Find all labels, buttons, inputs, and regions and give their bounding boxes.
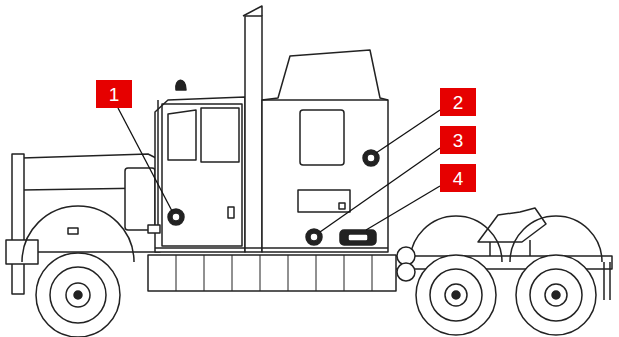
roof-light [176, 80, 186, 90]
sleeper-door [298, 190, 350, 212]
grille [12, 154, 24, 294]
mud-flap [604, 262, 610, 300]
door-handle [228, 207, 234, 218]
side-skirt [148, 255, 396, 291]
hood [22, 154, 160, 252]
callout-box: 4 [440, 164, 476, 192]
mirror-post [157, 100, 159, 232]
item-1 [168, 209, 184, 225]
air-cleaner [125, 168, 155, 230]
leader-line [366, 186, 440, 230]
leader-line [376, 110, 440, 153]
marker-light [68, 228, 78, 234]
door [162, 104, 242, 246]
callout-number: 2 [453, 93, 464, 112]
sleeper [262, 50, 388, 252]
roof-line [262, 99, 388, 101]
exhaust-stack [245, 16, 262, 252]
leader-line [320, 148, 440, 232]
cab [155, 97, 245, 252]
sleeper-window [300, 110, 344, 165]
leader-line [118, 108, 172, 211]
fifth-wheel [478, 208, 546, 242]
cab-window [168, 110, 196, 160]
cab-bottom [155, 247, 388, 249]
callout-number: 1 [109, 85, 120, 104]
callout-box: 2 [440, 88, 476, 116]
callout-box: 3 [440, 126, 476, 154]
rear-wheel [516, 255, 596, 335]
callout-box: 1 [96, 80, 132, 108]
step [148, 225, 160, 233]
item-3 [306, 229, 322, 245]
skirt-panels [176, 255, 372, 291]
sleeper-latch [339, 203, 345, 209]
front-wheel [36, 253, 120, 337]
stack-tip [243, 6, 262, 16]
callout-number: 3 [453, 131, 464, 150]
callout-number: 4 [453, 169, 464, 188]
rear-wheel [416, 255, 496, 335]
item-4 [340, 230, 376, 245]
door-window [201, 108, 239, 162]
air-tank [397, 263, 415, 281]
